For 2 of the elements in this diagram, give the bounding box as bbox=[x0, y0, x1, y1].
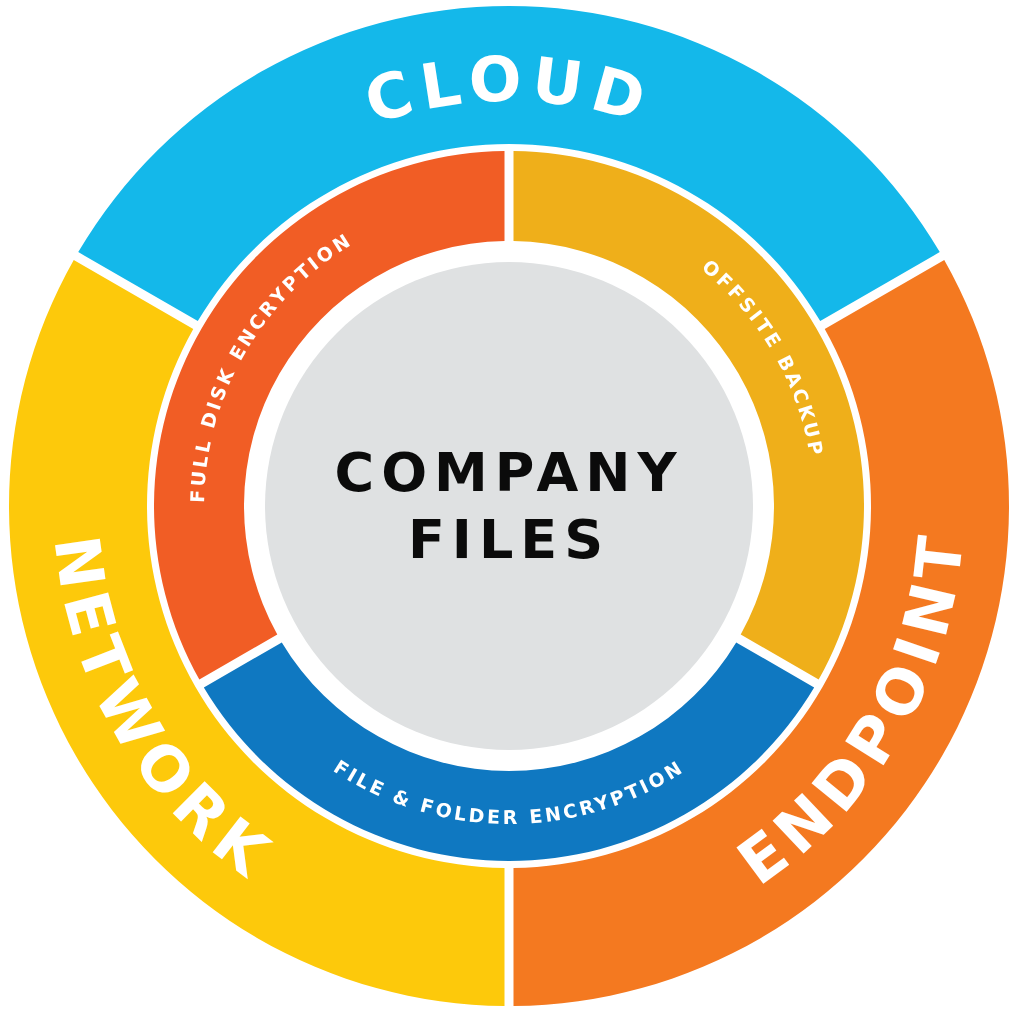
segment-label: CLOUD bbox=[356, 42, 661, 139]
center-label: COMPANY FILES bbox=[333, 439, 685, 573]
